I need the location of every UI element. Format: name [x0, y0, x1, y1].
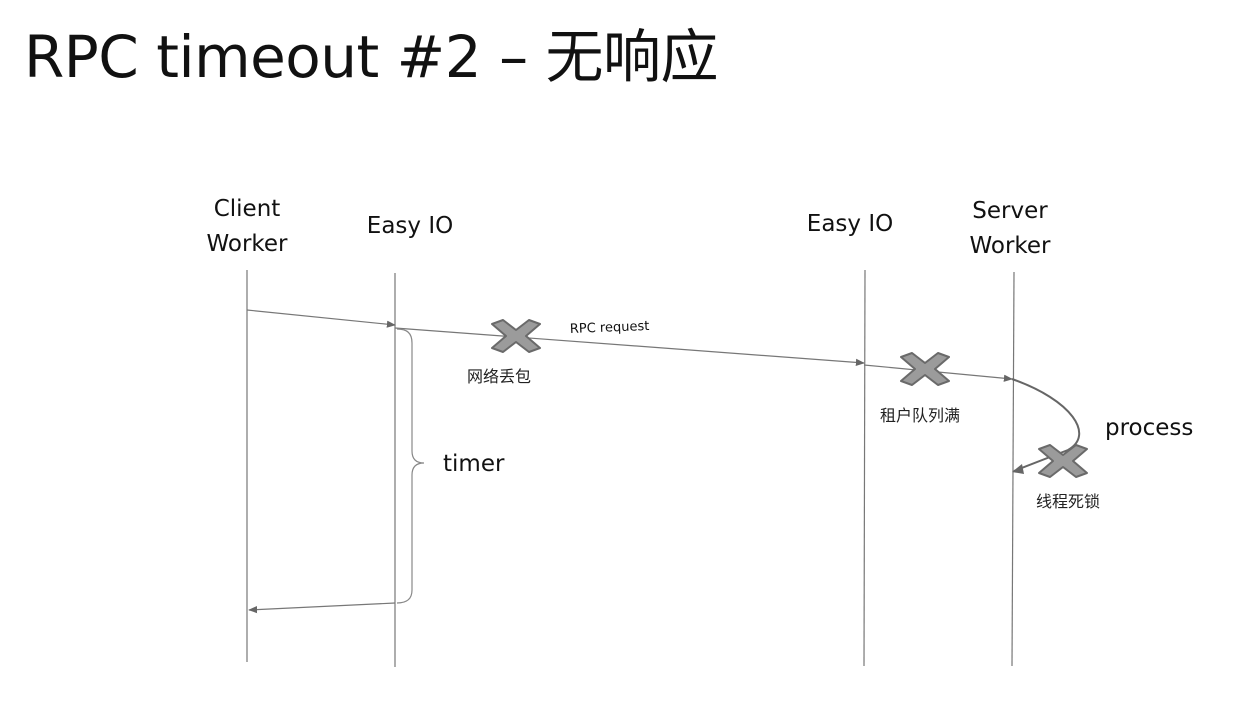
rpc-request-label: RPC request	[570, 319, 650, 337]
lane-label-client-worker: Worker	[206, 231, 288, 257]
arrow-return-to-client	[248, 602, 396, 614]
lane-label-server: Server	[972, 198, 1048, 224]
thread-deadlock-label: 线程死锁	[1036, 492, 1100, 511]
process-label: process	[1105, 415, 1193, 441]
process-arrowhead	[1012, 464, 1024, 474]
timer-label: timer	[443, 451, 505, 477]
page-title: RPC timeout #2 – 无响应	[24, 23, 719, 91]
x-mark-icon-thread-deadlock	[1038, 444, 1088, 478]
tenant-queue-full-label: 租户队列满	[880, 406, 960, 425]
lane-label-server-worker: Worker	[969, 233, 1051, 259]
timer-brace	[396, 328, 425, 604]
lifeline-easyio-server	[863, 269, 866, 667]
arrow-rpc-request	[394, 327, 865, 366]
lane-label-easyio-server: Easy IO	[807, 211, 893, 237]
lane-label-client: Client	[214, 196, 281, 222]
arrow-client-to-easyio	[246, 309, 396, 328]
network-drop-label: 网络丢包	[467, 367, 531, 386]
lane-label-easyio-client: Easy IO	[367, 213, 453, 239]
lifeline-server-worker	[1011, 271, 1015, 667]
